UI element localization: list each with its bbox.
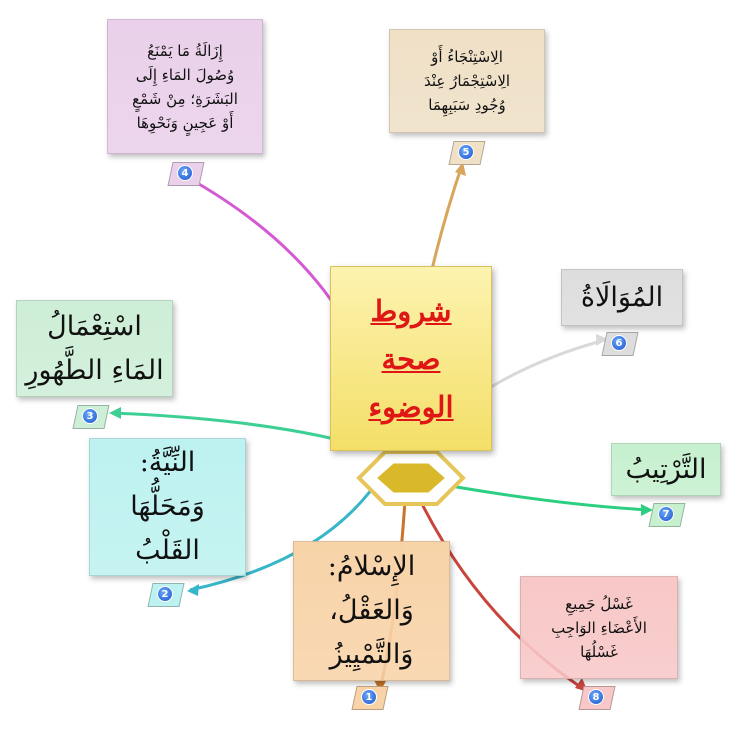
node-4-line-4: أَوْ عَجِينٍ وَنَحْوِهَا (136, 113, 234, 132)
link-arrow-6 (596, 334, 608, 346)
node-2-line-3: القَلْبُ (135, 535, 200, 566)
node-card-1: الإِسْلامُ: وَالعَقْلُ، وَالتَّمْيِيزُ (293, 541, 450, 681)
node-number-3: 3 (82, 408, 98, 424)
link-arrow-2 (187, 584, 199, 596)
node-2-line-1: النِّيَّةُ: (139, 447, 196, 478)
node-card-3: اسْتِعْمَالُ المَاءِ الطَّهُورِ (16, 300, 173, 397)
node-number-2: 2 (157, 586, 173, 602)
link-arrow-3 (109, 407, 121, 419)
node-badge-3: 3 (72, 405, 110, 429)
node-1-line-1: الإِسْلامُ: (327, 551, 416, 582)
node-card-5: الِاسْتِنْجَاءُ أَوْ الِاسْتِجْمَارُ عِن… (389, 29, 545, 133)
node-card-4: إِزَالَةُ مَا يَمْنَعُ وُصُولَ المَاءِ إ… (107, 19, 263, 154)
center-title-line-1: شروط (370, 293, 452, 328)
node-8-line-2: الأَعْضَاءِ الوَاجِبِ (551, 618, 647, 637)
node-badge-1: 1 (351, 686, 389, 710)
node-8-line-1: غَسْلُ جَمِيعِ (565, 594, 633, 613)
node-number-8: 8 (588, 689, 604, 705)
link-4 (184, 174, 352, 331)
node-number-6: 6 (611, 335, 627, 351)
node-5-line-1: الِاسْتِنْجَاءُ أَوْ (431, 48, 503, 66)
node-5-line-2: الِاسْتِجْمَارُ عِنْدَ (423, 72, 511, 90)
node-number-4: 4 (177, 165, 193, 181)
node-1-line-2: وَالعَقْلُ، (329, 595, 414, 626)
node-card-2: النِّيَّةُ: وَمَحَلُّهَا القَلْبُ (89, 438, 246, 576)
center-title-box: شروط صحة الوضوء (330, 266, 492, 451)
center-title-line-2: صحة (381, 341, 441, 376)
node-8-line-3: غَسْلُهَا (580, 642, 618, 661)
node-4-line-1: إِزَالَةُ مَا يَمْنَعُ (147, 41, 223, 60)
node-card-7: التَّرْتِيبُ (611, 443, 721, 496)
node-badge-6: 6 (601, 332, 639, 356)
node-2-line-2: وَمَحَلُّهَا (130, 491, 205, 522)
link-arrow-7 (641, 504, 653, 516)
node-1-line-3: وَالتَّمْيِيزُ (329, 639, 414, 670)
node-number-7: 7 (658, 506, 674, 522)
node-6-line-1: المُوَالَاةُ (580, 281, 664, 313)
node-badge-8: 8 (578, 686, 616, 710)
node-card-8: غَسْلُ جَمِيعِ الأَعْضَاءِ الوَاجِبِ غَس… (520, 576, 678, 679)
node-badge-2: 2 (147, 583, 185, 607)
link-arrow-5 (455, 162, 466, 176)
link-7 (444, 483, 651, 512)
node-5-line-3: وُجُودِ سَبَبِهِمَا (428, 96, 506, 114)
center-title-line-3: الوضوء (368, 389, 454, 424)
node-7-line-1: التَّرْتِيبُ (625, 453, 707, 485)
node-badge-5: 5 (448, 141, 486, 165)
node-4-line-2: وُصُولَ المَاءِ إِلَى (135, 65, 235, 84)
node-card-6: المُوَالَاةُ (561, 269, 683, 326)
node-badge-4: 4 (167, 162, 205, 186)
node-number-5: 5 (458, 144, 474, 160)
node-3-line-2: المَاءِ الطَّهُورِ (25, 354, 164, 386)
node-3-line-1: اسْتِعْمَالُ (47, 310, 142, 342)
node-number-1: 1 (361, 689, 377, 705)
node-4-line-3: البَشَرَةِ؛ مِنْ شَمْعٍ (132, 89, 238, 108)
node-badge-7: 7 (648, 503, 686, 527)
center-hexagon (356, 450, 466, 506)
